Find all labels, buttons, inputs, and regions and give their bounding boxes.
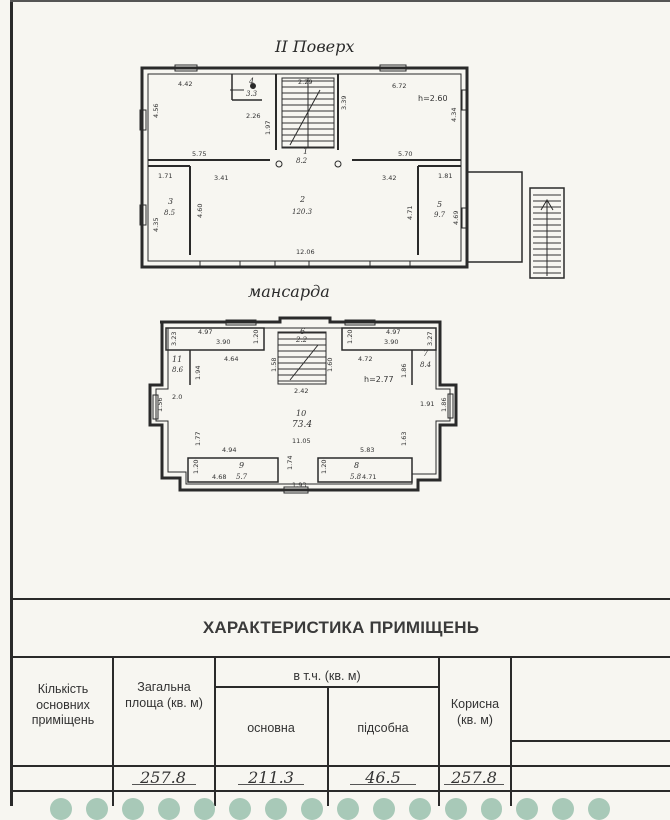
attic-room-area: 8.4 [420,361,431,369]
floor2-room-num: 2 [299,195,305,204]
attic-dim: 4.97 [198,328,212,336]
floor2-room-num: 5 [437,200,442,209]
attic-room-area: 5.7 [236,473,248,481]
floor2-dim: 12.06 [296,248,315,256]
attic-dim: 11.05 [292,437,311,445]
sheet-top-border [10,0,670,2]
attic-dim: 3.27 [426,332,434,346]
col-useful-header: Корисна (кв. м) [450,697,500,727]
attic-dim: 1.86 [440,398,448,412]
attic-dim: 1.20 [320,460,328,474]
floor2-dim: 4.42 [178,80,192,88]
attic-room-num: 6 [300,327,305,336]
table-header-rule [12,656,670,658]
attic-dim: 1.91 [420,400,434,408]
value-aux: 46.5 [365,768,401,787]
floor2-dim: 4.71 [406,206,414,220]
floor2-room-area: 120.3 [292,208,313,216]
characteristics-table: ХАРАКТЕРИСТИКА ПРИМІЩЕНЬ Кількість основ… [12,598,670,806]
floor2-dim: 2.29 [298,78,312,86]
floor2-dim: 1.71 [158,172,172,180]
attic-dim: 4.97 [386,328,400,336]
floor2-dim: 4.69 [452,211,460,225]
floor2-room-num: 1 [303,147,308,156]
floor2-dim: 3.41 [214,174,228,182]
attic-dim: 1.94 [194,366,202,380]
col-aux-header: підсобна [357,721,409,735]
value-useful: 257.8 [451,768,497,787]
floor2-dim: 6.72 [392,82,406,90]
attic-room-area: 2.2 [295,336,308,344]
table-title: ХАРАКТЕРИСТИКА ПРИМІЩЕНЬ [202,618,480,637]
floor2-dim: 3.42 [382,174,396,182]
attic-dim: 1.86 [400,364,408,378]
attic-room-num: 10 [296,409,306,418]
attic-dim: 3.90 [384,338,398,346]
floor2-room-num: 3 [168,197,173,206]
floor-plans: II Поверх [139,37,565,494]
floor2-room-area: 8.5 [164,209,176,217]
attic-room-num: 9 [239,461,244,470]
attic-title: мансарда [248,282,330,301]
floor2-title: II Поверх [274,37,354,56]
table-border-top [12,598,670,600]
attic-height: h=2.77 [364,375,394,384]
attic-room-area: 8.6 [172,366,184,374]
attic-dim: 1.20 [252,330,260,344]
col-main-header: основна [247,721,295,735]
attic-room-num: 8 [354,461,359,470]
floor2-dim: 2.26 [246,112,260,120]
attic-dim: 4.68 [212,473,226,481]
floor2-height: h=2.60 [418,94,448,103]
value-main: 211.3 [248,768,294,787]
attic-dim: 4.71 [362,473,376,481]
attic-dim: 1.74 [286,456,294,470]
floor2-dim: 4.35 [152,218,160,232]
floor2-dim: 1.97 [264,121,272,135]
table-values-rule [12,765,670,767]
sheet-left-border [10,0,13,806]
attic-plan [148,316,458,494]
floor2-dim: 1.81 [438,172,452,180]
attic-dim: 3.90 [216,338,230,346]
attic-room-num: 7 [423,349,429,358]
attic-dim: 1.77 [194,432,202,446]
attic-dim: 1.93 [292,481,306,489]
attic-dim: 1.20 [192,460,200,474]
attic-dim: 2.0 [172,393,182,401]
floor2-room-num: 4 [248,77,254,86]
attic-dim: 1.20 [346,330,354,344]
attic-dim: 1.56 [156,398,164,412]
attic-dim: 4.72 [358,355,372,363]
floor2-dim: 4.34 [450,108,458,122]
attic-dim: 1.60 [326,358,334,372]
attic-room-area: 5.8 [350,473,362,481]
attic-dim: 1.63 [400,432,408,446]
col-count-header: Кількість основних приміщень [31,682,95,728]
attic-room-num: 11 [172,355,182,364]
floor2-dim: 3.39 [340,96,348,110]
col-total-header: Загальна площа (кв. м) [125,680,203,710]
floor2-dim: 5.70 [398,150,412,158]
floor2-room-area: 3.3 [246,90,258,98]
floor2-room-area: 8.2 [296,157,308,165]
col-incl-header: в т.ч. (кв. м) [293,669,361,683]
attic-dim: 2.42 [294,387,308,395]
attic-dim: 5.83 [360,446,374,454]
binding-holes [50,798,610,820]
attic-dim: 1.58 [270,358,278,372]
floor2-dim: 5.75 [192,150,206,158]
attic-dim: 3.23 [170,332,178,346]
floor2-plan [139,64,565,279]
floor2-dim: 4.60 [196,204,204,218]
attic-dim: 4.94 [222,446,236,454]
attic-room-area: 73.4 [292,420,312,430]
attic-dim: 4.64 [224,355,238,363]
value-total: 257.8 [140,768,186,787]
floor2-room-area: 9.7 [434,211,446,219]
floor2-dim: 4.56 [152,104,160,118]
